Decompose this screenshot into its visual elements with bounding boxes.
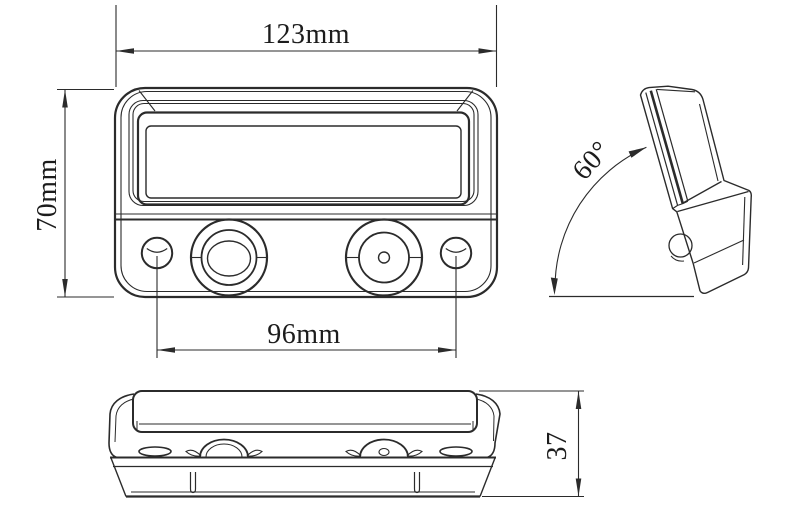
- tilted-body-bottom-edge: [682, 180, 722, 204]
- bottom-cap-left-inner: [114, 398, 135, 443]
- dim-angle: [549, 146, 694, 298]
- arrowhead: [575, 478, 582, 497]
- bottom-dome-right: [359, 438, 409, 458]
- arrowhead: [628, 147, 647, 158]
- front-body-outline: [113, 86, 499, 299]
- sensor-dot: [377, 251, 391, 264]
- bottom-cap-right: [475, 393, 501, 459]
- front-view: [113, 86, 499, 299]
- arrowhead: [550, 277, 558, 295]
- bottom-lens-panel: [132, 390, 478, 433]
- dim-height: [57, 88, 114, 298]
- lens-inner-area: [145, 125, 462, 199]
- angle-arc: [554, 146, 647, 289]
- bottom-dome-right-wing-r: [406, 449, 423, 457]
- tilted-dome: [668, 233, 693, 258]
- arrowhead: [575, 391, 582, 409]
- bottom-dome-right-wing-l: [345, 449, 362, 457]
- arrowhead: [116, 48, 134, 54]
- arrowhead: [62, 89, 68, 108]
- dim-depth-label: 37: [542, 431, 573, 461]
- lens-frame-main: [136, 111, 471, 206]
- front-body-bezel: [120, 90, 492, 293]
- tilted-dome-detail: [670, 255, 685, 262]
- bottom-pin-left: [189, 472, 197, 494]
- tilted-panel-line1: [645, 92, 679, 206]
- tilted-panel-edge-thick: [649, 90, 685, 204]
- led-lens-ring: [200, 229, 258, 286]
- dim-hole-spacing-label: 96mm: [267, 319, 341, 350]
- tilted-topface-backedge: [656, 88, 696, 93]
- bottom-base-right-edge: [479, 457, 496, 497]
- sensor-ring: [358, 231, 410, 284]
- bottom-dome-left-inner: [205, 443, 243, 458]
- dim-hole-spacing: [156, 256, 457, 358]
- bottom-pin-right: [413, 472, 421, 494]
- lens-frame-outer: [128, 99, 479, 207]
- dimension-annotations: [57, 5, 694, 498]
- mount-hole-left-detail: [146, 248, 168, 253]
- tilted-body-right-inner: [698, 103, 719, 182]
- tilted-base-right-inner: [742, 196, 746, 266]
- arrowhead: [438, 347, 456, 353]
- tilted-base-top-edge: [677, 190, 749, 213]
- bottom-view: [108, 390, 501, 498]
- bottom-dome-left-wing-l: [185, 449, 202, 457]
- bottom-hole-left: [138, 446, 172, 457]
- arrowhead: [62, 279, 68, 297]
- lens-frame-mid: [132, 102, 475, 203]
- dim-height-label: 70mm: [32, 158, 63, 232]
- dim-depth: [479, 390, 584, 498]
- tilted-base-inner-bottom: [693, 239, 745, 264]
- dim-width: [115, 5, 498, 87]
- bottom-cap-left: [108, 393, 135, 459]
- tilted-panel-line2: [655, 89, 689, 202]
- dim-width-label: 123mm: [261, 19, 351, 50]
- mount-hole-right-detail: [445, 248, 467, 253]
- bottom-base-left-edge: [110, 457, 127, 497]
- arrowhead: [157, 347, 175, 353]
- bottom-dome-right-dot: [378, 447, 390, 457]
- arrowhead: [478, 48, 497, 54]
- tilted-silhouette: [639, 85, 752, 295]
- bottom-cap-right-inner: [475, 398, 495, 442]
- bottom-hole-right: [439, 446, 473, 457]
- bottom-dome-left-wing-r: [246, 449, 263, 457]
- bottom-dome-left: [199, 438, 249, 458]
- led-lens-dome: [206, 240, 252, 277]
- tilted-view: [639, 85, 752, 295]
